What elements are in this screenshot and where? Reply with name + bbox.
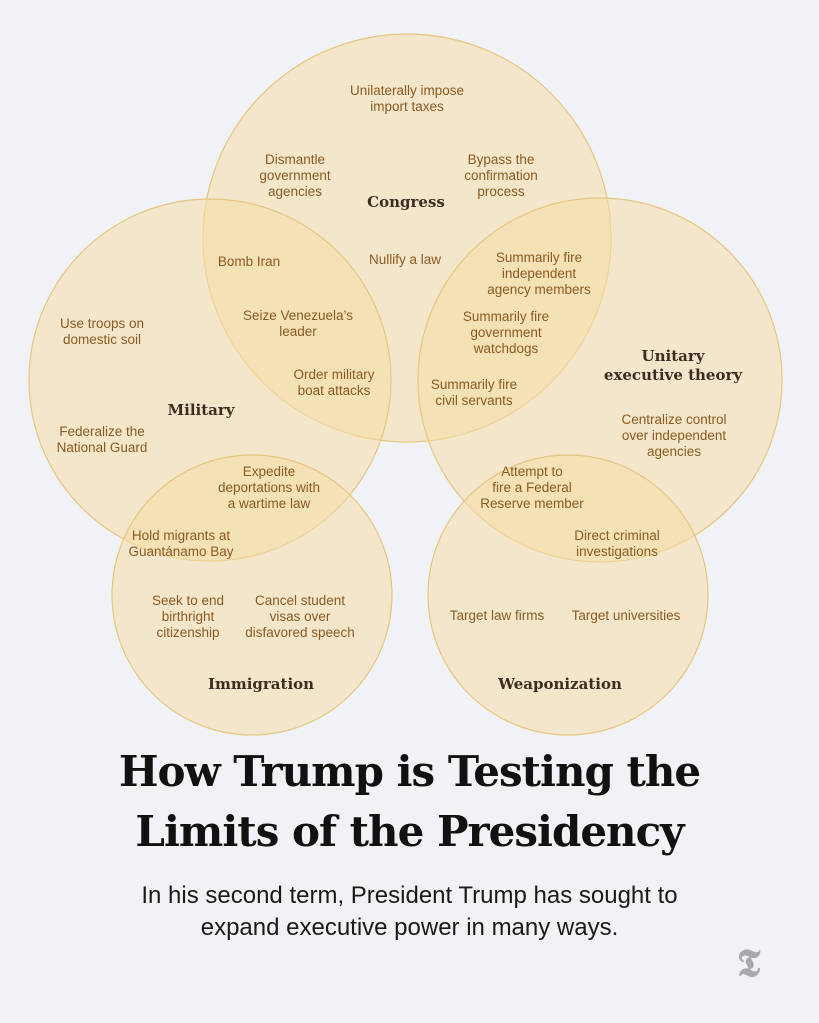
item-bypass: Bypass the confirmation process	[464, 152, 538, 199]
item-criminal: Direct criminal investigations	[574, 528, 660, 559]
weaponization-circle	[427, 454, 709, 736]
item-fire-watchdogs: Summarily fire government watchdogs	[462, 309, 550, 356]
item-visas: Cancel student visas over disfavored spe…	[245, 593, 355, 640]
item-birthright: Seek to end birthright citizenship	[151, 593, 225, 640]
item-bomb-iran: Bomb Iran	[217, 254, 281, 269]
set-label-unitary: Unitary executive theory	[603, 347, 743, 384]
set-label-congress: Congress	[367, 193, 445, 211]
item-fed-reserve: Attempt to fire a Federal Reserve member	[480, 464, 584, 511]
item-import-taxes: Unilaterally impose import taxes	[349, 83, 465, 114]
item-deportations: Expedite deportations with a wartime law	[217, 464, 321, 511]
set-label-immigration: Immigration	[207, 675, 315, 693]
nyt-logo-icon: 𝕿	[737, 940, 761, 985]
item-dismantle: Dismantle government agencies	[259, 152, 331, 199]
headline: How Trump is Testing the Limits of the P…	[118, 747, 701, 856]
item-guantanamo: Hold migrants at Guantánamo Bay	[128, 528, 234, 559]
set-label-weaponization: Weaponization	[498, 675, 622, 693]
item-universities: Target universities	[571, 608, 681, 623]
item-national-guard: Federalize the National Guard	[56, 424, 148, 455]
item-law-firms: Target law firms	[449, 608, 545, 623]
subheadline: In his second term, President Trump has …	[141, 882, 678, 941]
immigration-circle	[111, 454, 393, 736]
item-troops: Use troops on domestic soil	[59, 316, 145, 347]
item-boat-attacks: Order military boat attacks	[293, 367, 375, 398]
item-nullify: Nullify a law	[368, 252, 442, 267]
venn-diagram	[28, 33, 783, 736]
item-fire-civil: Summarily fire civil servants	[430, 377, 518, 408]
item-centralize: Centralize control over independent agen…	[621, 412, 727, 459]
item-venezuela: Seize Venezuela’s leader	[242, 308, 354, 339]
set-label-military: Military	[167, 401, 235, 419]
item-fire-agency: Summarily fire independent agency member…	[487, 250, 591, 297]
